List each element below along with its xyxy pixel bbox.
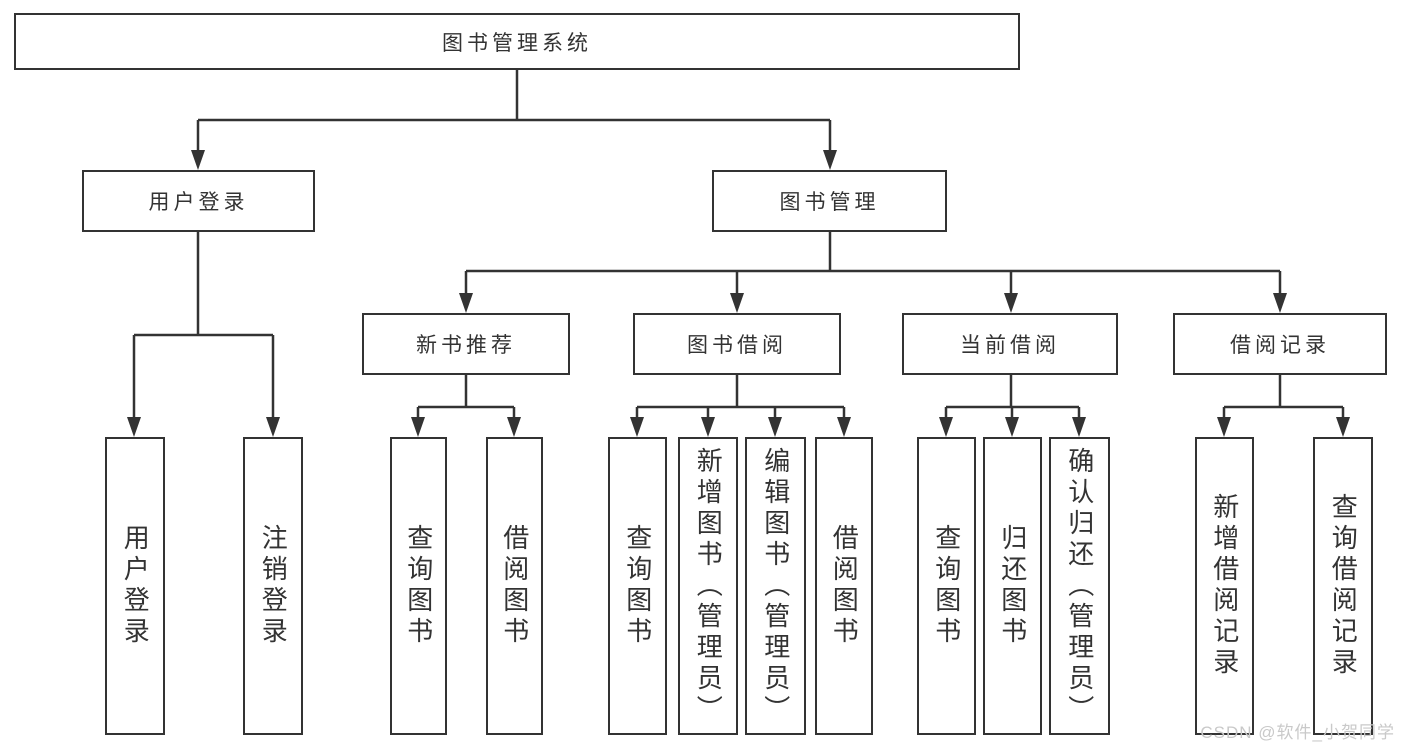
node-user-login: 用户登录 <box>82 170 315 232</box>
node-label: 查询图书 <box>622 524 653 648</box>
leaf-add-borrow-record: 新增借阅记录 <box>1195 437 1254 735</box>
node-label: 确认归还（管理员） <box>1064 446 1095 726</box>
node-label: 当前借阅 <box>960 334 1060 357</box>
node-label: 编辑图书（管理员） <box>760 446 791 726</box>
leaf-logout: 注销登录 <box>243 437 303 735</box>
node-label: 借阅记录 <box>1230 334 1330 357</box>
leaf-query-books-2: 查询图书 <box>608 437 667 735</box>
node-label: 借阅图书 <box>829 524 860 648</box>
leaf-confirm-return-admin: 确认归还（管理员） <box>1049 437 1110 735</box>
node-new-book-recommend: 新书推荐 <box>362 313 570 375</box>
node-label: 借阅图书 <box>499 524 530 648</box>
leaf-query-borrow-record: 查询借阅记录 <box>1313 437 1373 735</box>
leaf-return-books: 归还图书 <box>983 437 1042 735</box>
leaf-query-books-1: 查询图书 <box>390 437 447 735</box>
csdn-watermark: CSDN @软件_小贺同学 <box>1200 723 1395 742</box>
leaf-query-books-3: 查询图书 <box>917 437 976 735</box>
leaf-borrow-books-2: 借阅图书 <box>815 437 873 735</box>
node-label: 查询图书 <box>403 524 434 648</box>
node-label: 新增图书（管理员） <box>693 446 724 726</box>
node-label: 查询图书 <box>931 524 962 648</box>
leaf-add-books-admin: 新增图书（管理员） <box>678 437 738 735</box>
node-book-borrowing: 图书借阅 <box>633 313 841 375</box>
node-label: 归还图书 <box>997 524 1028 648</box>
node-current-borrowing: 当前借阅 <box>902 313 1118 375</box>
node-label: 图书借阅 <box>687 334 787 357</box>
node-label: 用户登录 <box>148 191 249 214</box>
node-label: 注销登录 <box>258 524 289 648</box>
node-label: 新书推荐 <box>416 334 516 357</box>
node-borrowing-records: 借阅记录 <box>1173 313 1387 375</box>
leaf-edit-books-admin: 编辑图书（管理员） <box>745 437 806 735</box>
node-label: 图书管理系统 <box>442 31 592 55</box>
leaf-borrow-books-1: 借阅图书 <box>486 437 543 735</box>
node-label: 查询借阅记录 <box>1328 493 1359 679</box>
node-label: 图书管理 <box>779 191 880 214</box>
node-system-root: 图书管理系统 <box>14 13 1020 70</box>
node-book-management: 图书管理 <box>712 170 947 232</box>
node-label: 用户登录 <box>120 524 151 648</box>
node-label: 新增借阅记录 <box>1209 493 1240 679</box>
leaf-user-login: 用户登录 <box>105 437 165 735</box>
